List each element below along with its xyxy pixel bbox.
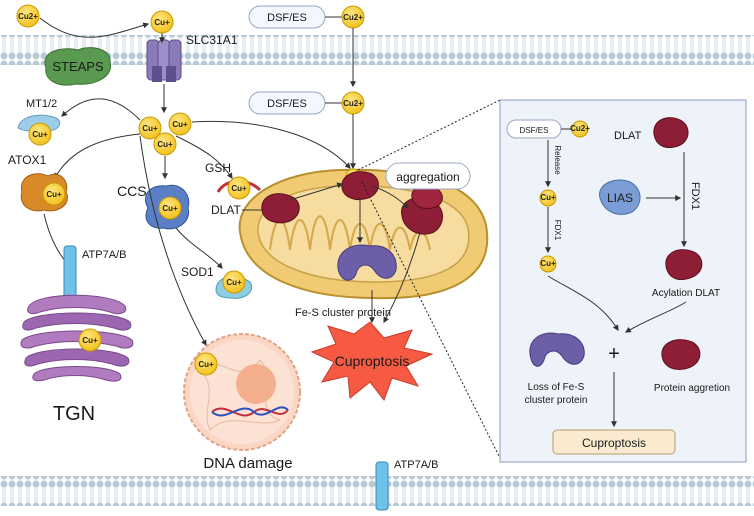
inset-panel <box>499 99 747 463</box>
inset-release-label: Release <box>553 145 562 175</box>
cu2-ion-dsf-inner: Cu2+ <box>341 91 365 115</box>
svg-text:Cu+: Cu+ <box>231 184 247 193</box>
inset-loss-line2: cluster protein <box>525 395 588 406</box>
inset-dlat-label: DLAT <box>614 130 642 142</box>
tgn-golgi <box>20 245 134 382</box>
svg-text:Cu+: Cu+ <box>540 193 556 202</box>
nucleus <box>183 333 301 451</box>
cu2-ion-extracellular: Cu2+ <box>16 4 40 28</box>
gsh-label: GSH <box>205 161 231 175</box>
dsf-es-label-top: DSF/ES <box>267 12 307 24</box>
inset-lias-label: LIAS <box>607 191 633 205</box>
svg-text:Cu+: Cu+ <box>154 18 170 27</box>
slc31a1-label: SLC31A1 <box>186 33 238 47</box>
inset-loss-line1: Loss of Fe-S <box>528 382 585 393</box>
atp7ab-label-bottom: ATP7A/B <box>394 459 438 471</box>
svg-text:Cu+: Cu+ <box>198 360 214 369</box>
cuproptosis-star <box>310 321 434 402</box>
svg-text:Cu2+: Cu2+ <box>343 99 363 108</box>
svg-text:Cu2+: Cu2+ <box>343 13 363 22</box>
inset-acylation-label: Acylation DLAT <box>652 288 720 299</box>
atp7ab-bottom-channel <box>375 461 389 511</box>
svg-text:Cu+: Cu+ <box>32 130 48 139</box>
svg-text:Cu+: Cu+ <box>142 124 158 133</box>
steaps-protein: STEAPS <box>44 47 112 86</box>
slc31a1-transporter <box>146 39 182 82</box>
inset-fes-protein <box>529 332 585 367</box>
dsf-es-label-inner: DSF/ES <box>267 98 307 110</box>
svg-text:Cu+: Cu+ <box>540 259 556 268</box>
cuproptosis-label: Cuproptosis <box>335 353 410 369</box>
dlat-protein-top <box>341 171 379 201</box>
cu1-ion-extracellular: Cu+ <box>150 10 174 34</box>
svg-text:Cu+: Cu+ <box>157 140 173 149</box>
zoom-line-top <box>357 99 501 171</box>
aggregation-box <box>385 162 471 190</box>
dna-damage-label: DNA damage <box>203 455 292 472</box>
fes-cluster-protein <box>337 244 397 281</box>
fes-cluster-label: Fe-S cluster protein <box>295 307 391 319</box>
svg-text:Cu+: Cu+ <box>82 336 98 345</box>
top-membrane <box>0 35 754 65</box>
inset-fdx1-small: FDX1 <box>553 220 562 241</box>
dlat-label-main: DLAT <box>211 203 241 217</box>
inset-cuproptosis-box <box>552 429 676 455</box>
inset-dsf-es-label: DSF/ES <box>520 126 549 135</box>
inset-acylation-protein <box>665 249 703 280</box>
atp7ab-label-tgn: ATP7A/B <box>82 249 126 261</box>
svg-text:Cu+: Cu+ <box>162 204 178 213</box>
svg-text:Cu+: Cu+ <box>226 278 242 287</box>
arrow-cu2-to-cu1 <box>39 17 150 38</box>
svg-text:Cu2+: Cu2+ <box>570 124 590 133</box>
inset-agg-protein <box>661 339 701 370</box>
cu2-ion-dsf-top: Cu2+ <box>341 5 365 29</box>
aggregation-label: aggregation <box>396 170 459 184</box>
svg-text:Cu+: Cu+ <box>172 120 188 129</box>
zoom-line-bottom <box>361 181 501 459</box>
sod1-label: SOD1 <box>181 265 214 279</box>
inset-lias-protein <box>599 179 641 215</box>
inset-fdx1-label: FDX1 <box>689 182 701 210</box>
inset-dlat-protein <box>653 117 689 148</box>
cu1-ion-cluster: Cu+ Cu+ Cu+ <box>138 112 192 156</box>
inset-plus: + <box>608 343 620 365</box>
ccs-label: CCS <box>117 183 147 199</box>
dlat-protein-left <box>261 193 300 224</box>
mt12-label: MT1/2 <box>26 98 57 110</box>
svg-text:Cu+: Cu+ <box>46 190 62 199</box>
inset-protein-agg-label: Protein aggretion <box>654 383 730 394</box>
inset-cuproptosis-label: Cuproptosis <box>582 436 646 450</box>
steaps-label: STEAPS <box>52 59 104 74</box>
svg-text:Cu2+: Cu2+ <box>18 12 38 21</box>
tgn-label: TGN <box>53 403 95 425</box>
atox1-label: ATOX1 <box>8 153 47 167</box>
